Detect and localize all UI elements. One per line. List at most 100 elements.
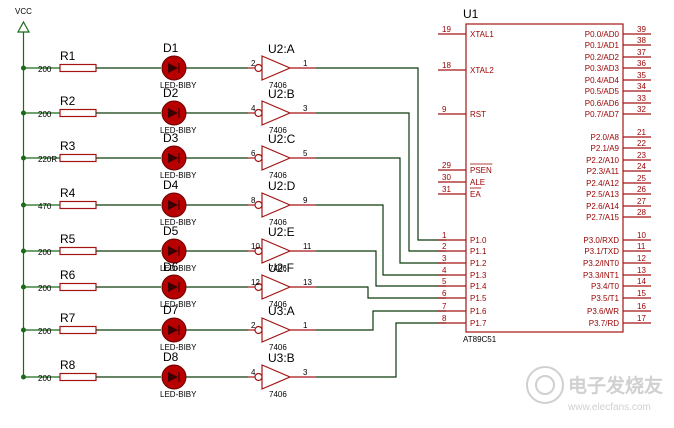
resistor-body (59, 153, 97, 163)
led-ref: D2 (163, 86, 179, 100)
gate-pin-out: 3 (303, 104, 308, 113)
led-diode-arrow (168, 63, 178, 73)
resistor-body (59, 282, 97, 292)
mcu-pin-8: 8P1.7 (438, 314, 487, 328)
led-diode-arrow (168, 200, 178, 210)
pin-name: PSEN (470, 166, 492, 175)
mcu-pin-5: 5P1.4 (438, 277, 487, 291)
pin-name: P2.5/A13 (586, 190, 619, 199)
pin-number: 26 (637, 185, 646, 194)
pin-name: P1.1 (470, 247, 487, 256)
resistor-value: 200 (38, 327, 52, 336)
pin-name: P3.3/INT1 (583, 271, 620, 280)
gate-pin-out: 5 (303, 149, 308, 158)
pin-name: P3.5/T1 (591, 294, 620, 303)
gate-part: 7406 (269, 300, 287, 309)
pin-number: 13 (637, 266, 646, 275)
gate-pin-in: 4 (251, 104, 256, 113)
pin-name: P0.7/AD7 (585, 110, 620, 119)
pin-number: 30 (442, 173, 451, 182)
resistor-ref: R4 (60, 186, 76, 200)
led-ref: D4 (163, 178, 179, 192)
pin-number: 12 (637, 254, 646, 263)
led-ref: D1 (163, 41, 179, 55)
mcu-pin-4: 4P1.3 (438, 266, 487, 280)
pin-name: XTAL2 (470, 66, 494, 75)
pin-number: 31 (442, 185, 451, 194)
pin-number: 19 (442, 25, 451, 34)
led-ref: D5 (163, 224, 179, 238)
inverter-bubble (254, 63, 263, 73)
vcc-label: VCC (15, 7, 32, 16)
watermark: 电子发烧友 www.elecfans.com (526, 366, 663, 413)
inverter-bubble (254, 200, 263, 210)
gate-ref: U2:E (268, 225, 295, 239)
resistor-body (59, 325, 97, 335)
pin-number: 7 (442, 302, 447, 311)
led-diode-arrow (168, 108, 178, 118)
pin-name: P3.2/INT0 (583, 259, 620, 268)
resistor-ref: R8 (60, 358, 76, 372)
mcu-pin-1: 1P1.0 (438, 231, 487, 245)
pin-number: 2 (442, 242, 447, 251)
pin-name: P1.5 (470, 294, 487, 303)
inverter-gate (261, 364, 292, 390)
port-wire-2 (316, 112, 446, 252)
gate-ref: U2:D (268, 179, 296, 193)
inverter-gate (261, 55, 292, 81)
pin-number: 21 (637, 128, 646, 137)
pin-number: 29 (442, 161, 451, 170)
pin-name: P2.1/A9 (591, 144, 620, 153)
gate-pin-in: 10 (251, 242, 260, 251)
watermark-title: 电子发烧友 (568, 374, 663, 397)
resistor-ref: R2 (60, 94, 76, 108)
resistor-body (59, 63, 97, 73)
pin-name: RST (470, 110, 486, 119)
vcc-power-symbol: VCC (15, 7, 32, 378)
resistor-ref: R6 (60, 268, 76, 282)
pin-number: 33 (637, 94, 646, 103)
port-wire-4 (316, 204, 446, 276)
gate-pin-in: 4 (251, 368, 256, 377)
inverter-gate (261, 100, 292, 126)
pin-name: P0.1/AD1 (585, 41, 620, 50)
mcu-part: AT89C51 (463, 335, 497, 344)
watermark-logo-icon (526, 366, 564, 404)
resistor-value: 220R (38, 155, 57, 164)
gate-part: 7406 (269, 390, 287, 399)
pin-number: 22 (637, 139, 646, 148)
led-part: LED-BIBY (160, 264, 197, 273)
pin-name: P2.2/A10 (586, 156, 619, 165)
gate-pin-out: 1 (303, 321, 308, 330)
led-diode-arrow (168, 372, 178, 382)
led-diode-arrow (168, 246, 178, 256)
pin-name: P0.2/AD2 (585, 53, 620, 62)
inverter-bubble (254, 372, 263, 382)
pin-name: EA (470, 190, 481, 199)
led-part: LED-BIBY (160, 300, 197, 309)
resistor-value: 200 (38, 65, 52, 74)
resistor-ref: R7 (60, 311, 76, 325)
pin-number: 15 (637, 289, 646, 298)
gate-ref: U2:C (268, 132, 296, 146)
inverter-bubble (254, 108, 263, 118)
mcu-body (465, 23, 624, 333)
led-diode-arrow (168, 325, 178, 335)
mcu-left-pins: 19XTAL118XTAL29RST29PSEN30ALE31EA1P1.02P… (438, 25, 494, 328)
pin-name: P1.3 (470, 271, 487, 280)
inverter-gate (261, 192, 292, 218)
gate-ref: U3:A (268, 304, 295, 318)
pin-name: XTAL1 (470, 30, 494, 39)
